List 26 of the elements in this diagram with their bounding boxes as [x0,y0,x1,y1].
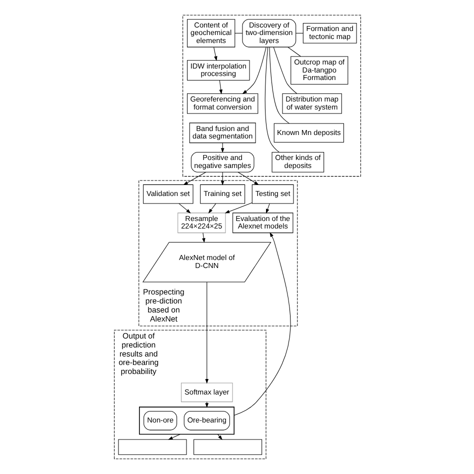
arrow [242,47,266,94]
node-box [118,439,186,455]
arrow [208,203,216,214]
arrow [182,172,206,186]
connector [264,46,279,152]
connector [234,32,242,34]
arrow [266,203,270,214]
cluster [138,406,234,435]
arrow [237,172,258,186]
arrow [233,232,290,416]
node-box [193,439,262,455]
connector [295,32,303,34]
arrow [213,46,217,61]
arrow [220,172,224,186]
arrow [178,203,190,214]
connector [268,46,290,124]
connector [272,46,297,94]
arrow [168,434,180,440]
arrow [218,80,222,94]
arrow [220,142,224,153]
arrow [216,434,222,440]
connector [287,46,300,57]
arrow [202,232,205,243]
cluster [182,14,360,177]
arrow [204,282,208,384]
arrow [224,202,252,214]
